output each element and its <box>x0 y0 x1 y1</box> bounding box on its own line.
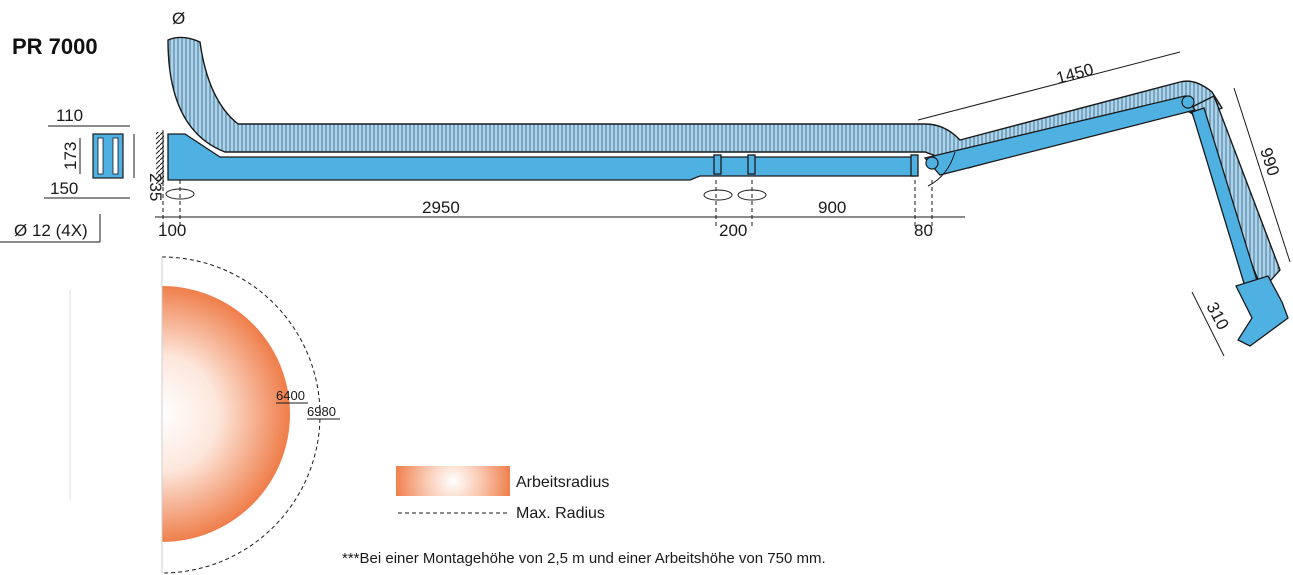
rail-joint-1 <box>713 154 722 175</box>
rotation-arrow-joint-2 <box>737 189 767 201</box>
dim-100-label: 100 <box>158 221 186 240</box>
dim-2950-label: 2950 <box>422 198 460 217</box>
upper-arm-dimension <box>917 51 1181 121</box>
dim-80-label: 80 <box>914 221 933 240</box>
pivot-joint <box>925 156 939 170</box>
rail-joint-2 <box>747 154 756 175</box>
hood-dimension <box>1191 291 1225 357</box>
diameter-label: Ø <box>172 9 185 28</box>
suction-hose <box>167 36 1224 169</box>
dim-900-label: 900 <box>818 198 846 217</box>
wall-hatch <box>156 132 164 184</box>
dim-310-label: 310 <box>1202 299 1232 333</box>
dim-990-label: 990 <box>1256 145 1283 178</box>
working-radius-label: 6400 <box>276 388 305 403</box>
rotation-arrow-pivot <box>927 151 956 187</box>
legend-swatch-working <box>396 466 510 496</box>
bracket-height-label: 173 <box>61 142 80 170</box>
rotation-arrow-wall <box>165 188 195 200</box>
rotation-arrow-joint-1 <box>703 189 733 201</box>
dim-1450-label: 1450 <box>1054 60 1095 88</box>
dim-200-label: 200 <box>719 221 747 240</box>
rail-joint-3 <box>910 154 919 177</box>
legend-working-label: Arbeitsradius <box>516 474 609 491</box>
product-title: PR 7000 <box>12 34 98 59</box>
forearm-dimension <box>1233 87 1291 263</box>
holes-label: Ø 12 (4X) <box>14 221 88 240</box>
legend-max-label: Max. Radius <box>516 505 605 522</box>
extraction-hood <box>1235 275 1289 347</box>
max-radius-label: 6980 <box>307 404 336 419</box>
footnote: ***Bei einer Montagehöhe von 2,5 m und e… <box>342 550 826 567</box>
bracket-depth-label: 235 <box>146 173 165 201</box>
working-radius-area <box>162 286 290 542</box>
max-radius-arc <box>161 256 321 574</box>
upper-arm-rail <box>923 95 1197 176</box>
bracket-width-label: 110 <box>56 106 83 125</box>
elbow-joint <box>1181 95 1195 109</box>
bracket-slot-left <box>97 137 104 175</box>
bracket-slot-right <box>112 137 119 175</box>
bracket-base-label: 150 <box>50 179 78 198</box>
wall-bracket <box>92 133 124 179</box>
